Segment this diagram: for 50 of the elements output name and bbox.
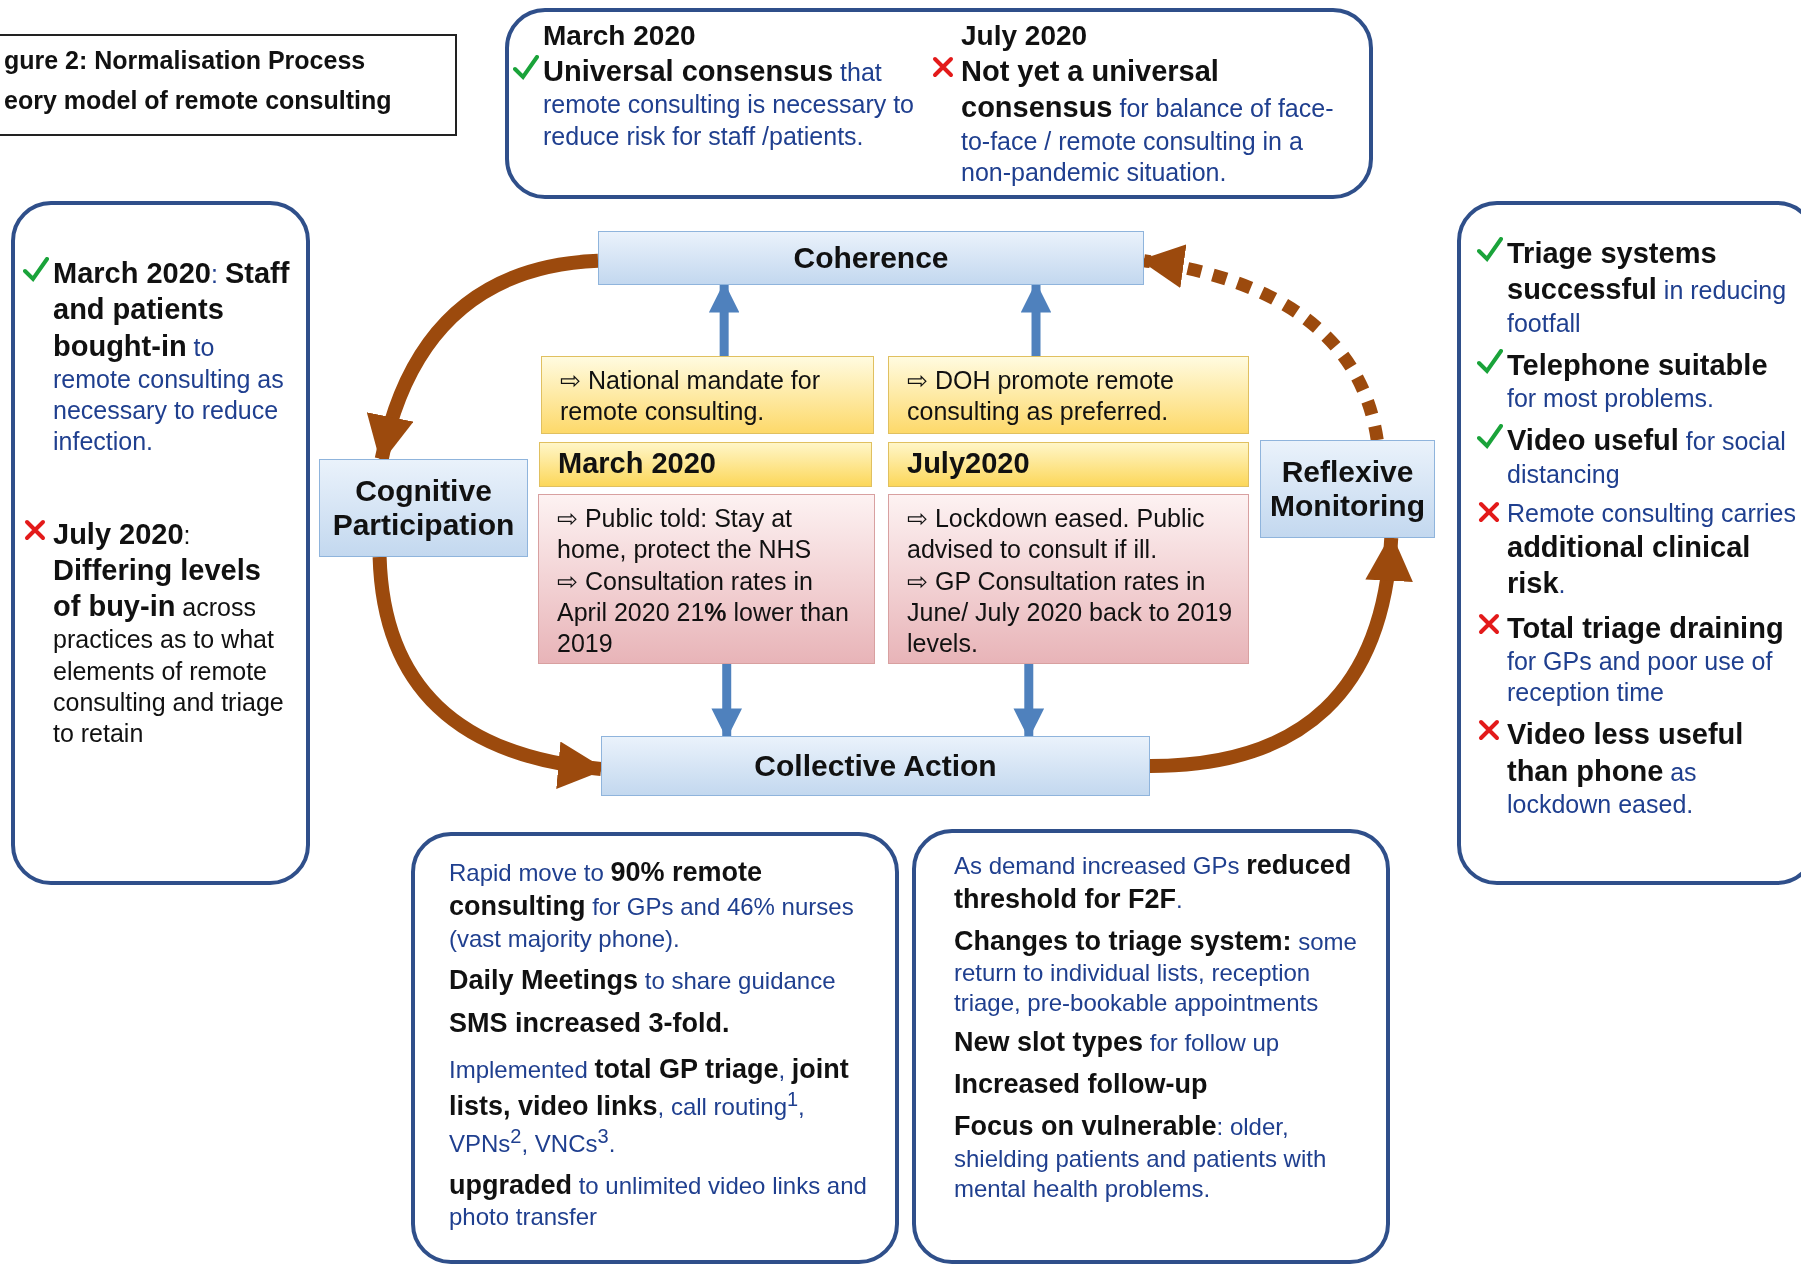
note-text: Video less useful than phone as lockdown eased. <box>1507 716 1801 820</box>
stage-label: Coherence <box>793 240 949 276</box>
note-text: Daily Meetings to share guidance <box>449 963 837 997</box>
note-text: Focus on vulnerable: older, shielding patients and patients with mental health problems. <box>954 1109 1328 1204</box>
summary-panel <box>1457 201 1801 885</box>
stage-label: Collective Action <box>754 748 997 784</box>
stage-label: Cognitive Participation <box>331 473 516 543</box>
period-header <box>539 442 872 487</box>
note-text: March 2020: Staff and patients bought-in to remote consulting as necessary to reduce infection. <box>53 255 292 458</box>
note-text: upgraded to unlimited video links and photo transfer <box>449 1168 868 1233</box>
note-text: Video useful for social distancing <box>1507 422 1801 490</box>
policy-box <box>888 356 1249 434</box>
summary-panel <box>505 8 1373 199</box>
period-header <box>888 442 1249 487</box>
note-text: Remote consulting carries additional clinical risk. <box>1507 497 1801 602</box>
event-box <box>888 494 1249 664</box>
note-text: Universal consensus that remote consulting is necessary to reduce risk for staff /patients. <box>543 53 931 195</box>
period-label: March 2020 <box>558 447 717 480</box>
note-text: Total triage draining for GPs and poor use of reception time <box>1507 609 1801 709</box>
policy-box <box>541 356 874 434</box>
note-text: Implemented total GP triage, joint lists, video links, call routing$^{1}$, VPNs$^{2}$, VNCs$^{3}$. <box>449 1053 850 1159</box>
period-heading: July 2020 <box>961 19 1089 53</box>
note-text: SMS increased 3-fold. <box>449 1007 731 1041</box>
note-text: As demand increased GPs reduced threshold for F2F. <box>954 849 1353 916</box>
stage-box <box>598 231 1144 285</box>
event-box <box>538 494 875 664</box>
bullet-text: ⇨ GP Consultation rates in June/ July 2020 back to 2019 levels. <box>907 565 1234 659</box>
note-text: Triage systems successful in reducing footfall <box>1507 235 1801 339</box>
bullet-text: ⇨ Public told: Stay at home, protect the NHS <box>557 503 813 566</box>
summary-panel <box>11 201 310 885</box>
bullet-text: ⇨ National mandate for remote consulting. <box>560 365 822 428</box>
note-text: Increased follow-up <box>954 1068 1209 1101</box>
bullet-text: ⇨ DOH promote remote consulting as preferred. <box>907 365 1175 428</box>
stage-box <box>1260 440 1435 538</box>
figure-title: gure 2: Normalisation Process eory model of remote consulting <box>0 34 457 136</box>
stage-box <box>319 459 528 557</box>
stage-label: Reflexive Monitoring <box>1269 454 1426 524</box>
note-text: New slot types for follow up <box>954 1026 1281 1060</box>
bullet-text: ⇨ Consultation rates in April 2020 21% lower than 2019 <box>557 565 850 659</box>
note-text: Rapid move to 90% remote consulting for GPs and 46% nurses (vast majority phone). <box>449 856 855 954</box>
note-text: Changes to triage system: some return to individual lists, reception triage, pre-bookable appointments <box>954 924 1358 1019</box>
note-text: Not yet a universal consensus for balance of face-to-face / remote consulting in a non-pandemic situation. <box>961 53 1349 195</box>
note-text: Telephone suitable for most problems. <box>1507 346 1801 415</box>
note-text: July 2020: Differing levels of buy-in across practices as to what elements of remote consulting and triage to retain <box>53 515 292 750</box>
bullet-text: ⇨ Lockdown eased. Public advised to consult if ill. <box>907 503 1206 566</box>
period-label: July2020 <box>907 447 1031 480</box>
action-panel <box>912 829 1390 1264</box>
period-heading: March 2020 <box>543 19 697 53</box>
action-panel <box>411 832 899 1264</box>
stage-box <box>601 736 1150 796</box>
